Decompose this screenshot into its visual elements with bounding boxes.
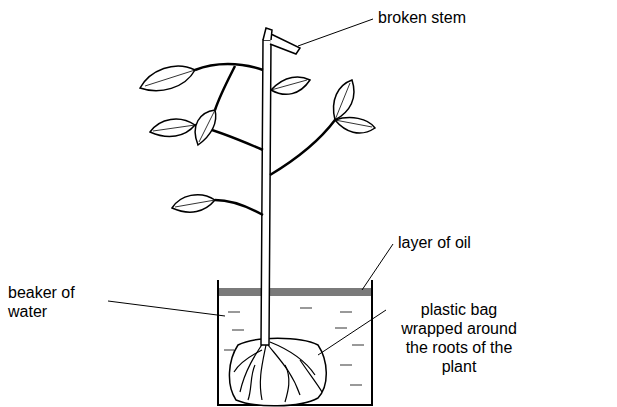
plastic-bag xyxy=(229,338,326,406)
leaf-veins xyxy=(145,70,372,207)
part-label: plastic bag wrapped around the roots of … xyxy=(388,300,530,376)
part-label: broken stem xyxy=(378,8,518,27)
beaker xyxy=(218,280,372,405)
part-label: beaker of water xyxy=(8,283,103,321)
stem xyxy=(261,40,271,345)
branches xyxy=(195,64,335,215)
oil-layer xyxy=(219,288,371,296)
part-label: layer of oil xyxy=(398,233,538,252)
broken-stem xyxy=(263,28,300,54)
leaves xyxy=(140,66,375,212)
leader-lines xyxy=(108,19,393,355)
roots xyxy=(234,340,322,402)
